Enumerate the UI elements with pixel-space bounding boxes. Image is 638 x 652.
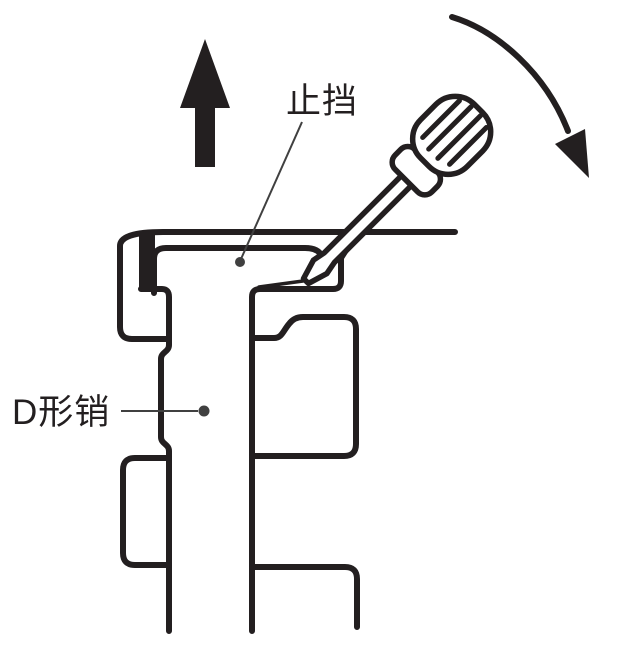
label-d-pin: D形销 xyxy=(12,393,110,432)
right-housing-block xyxy=(249,314,359,459)
leader-dot-icon xyxy=(235,257,245,267)
housing-top-plate xyxy=(117,229,458,342)
screwdriver-handle xyxy=(409,93,494,178)
label-stop: 止挡 xyxy=(286,82,358,121)
stop-leader xyxy=(235,121,303,267)
lower-right-housing xyxy=(249,564,360,630)
rotation-arrow-head xyxy=(555,129,589,178)
d-pin-left-edge xyxy=(138,286,172,634)
up-arrow-icon xyxy=(180,39,230,167)
rotation-arrow-arc xyxy=(449,14,571,134)
screwdriver-icon xyxy=(300,93,494,287)
ledge-notch-and-pin-right-edge xyxy=(249,230,360,634)
d-pin-leader xyxy=(121,405,210,417)
lower-left-bracket xyxy=(120,455,172,568)
stop-leader-line xyxy=(240,121,303,260)
leader-dot-icon xyxy=(198,405,210,417)
pry-gap-line xyxy=(257,279,305,289)
screwdriver-handle-ribs xyxy=(420,98,489,167)
rotation-arrow-icon xyxy=(449,14,589,178)
